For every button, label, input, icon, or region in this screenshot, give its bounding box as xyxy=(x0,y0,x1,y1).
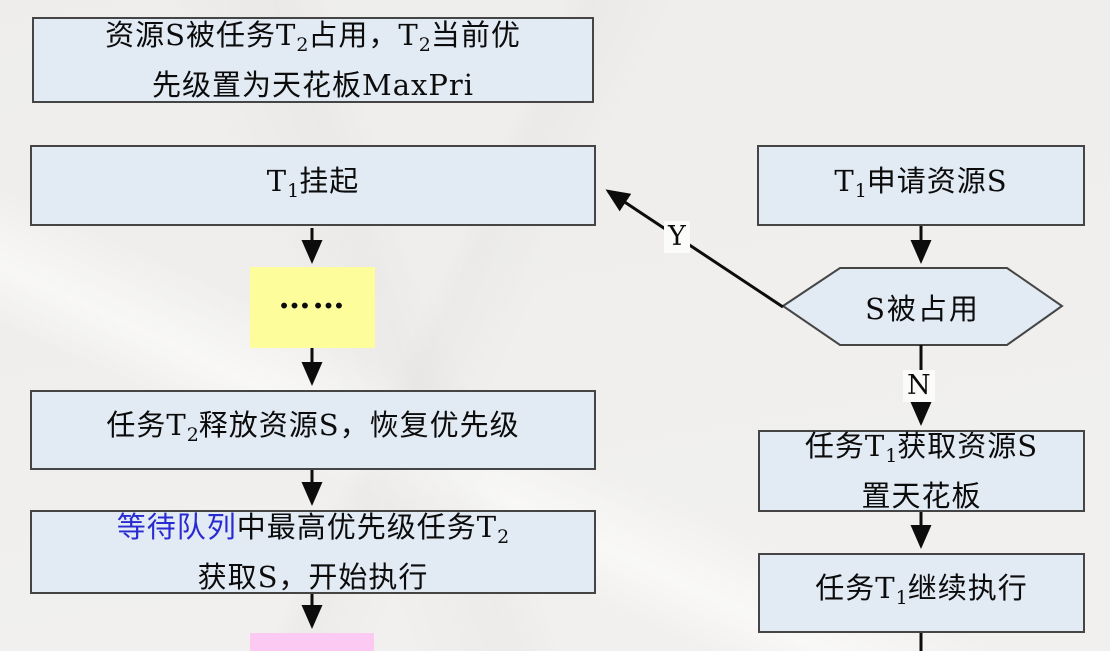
branch-label-no: N xyxy=(903,370,935,402)
subscript: 2 xyxy=(418,34,431,56)
node-resource-occupied-note: 资源S被任务T2占用，T2当前优 先级置为天花板MaxPri xyxy=(32,17,594,103)
text-run: 释放资源S，恢复优先级 xyxy=(198,408,520,442)
keyword-wait-queue: 等待队列 xyxy=(116,510,237,544)
node-t1-suspend: T1挂起 xyxy=(30,145,596,226)
text-run: 置天花板 xyxy=(861,479,982,513)
text-run: 资源S被任务T xyxy=(105,18,297,52)
text-run: S被占用 xyxy=(865,291,980,326)
subscript: 1 xyxy=(854,179,867,202)
ellipsis-text: …… xyxy=(278,277,347,316)
node-text-line: 任务T1获取资源S xyxy=(805,426,1038,476)
node-text-line: 等待队列中最高优先级任务T2 xyxy=(117,507,509,557)
text-run: 继续执行 xyxy=(907,571,1028,605)
text-run: 先级置为天花板MaxPri xyxy=(152,68,474,102)
node-pink-highlight xyxy=(250,633,374,651)
node-t1-continue: 任务T1继续执行 xyxy=(758,553,1085,633)
subscript: 1 xyxy=(885,445,898,467)
text-run: 任务T xyxy=(804,429,886,463)
subscript: 1 xyxy=(895,587,908,609)
node-ellipsis-highlight: …… xyxy=(250,267,375,348)
node-text-line: 先级置为天花板MaxPri xyxy=(152,65,474,105)
text-run: 当前优 xyxy=(430,18,521,52)
decision-hexagon-s-occupied xyxy=(781,267,1064,346)
subscript: 2 xyxy=(186,424,199,446)
node-t1-request: T1申请资源S xyxy=(757,145,1085,226)
text-run: T xyxy=(266,163,288,198)
node-text-line: 资源S被任务T2占用，T2当前优 xyxy=(105,15,521,65)
branch-label-yes: Y xyxy=(664,221,690,253)
node-text-line: 获取S，开始执行 xyxy=(198,557,429,597)
subscript: 1 xyxy=(287,179,300,202)
node-text-line: T1挂起 xyxy=(267,161,359,211)
text-run: 挂起 xyxy=(299,163,360,198)
subscript: 2 xyxy=(497,526,510,548)
arrow-decision-yes-to-suspend xyxy=(605,189,784,309)
node-text-line: 置天花板 xyxy=(861,476,981,516)
decision-s-occupied-label: S被占用 xyxy=(783,268,1062,345)
node-text-line: T1申请资源S xyxy=(834,161,1007,211)
text-run: 占用，T xyxy=(308,18,419,52)
node-text-line: 任务T1继续执行 xyxy=(815,568,1027,618)
subscript: 2 xyxy=(296,34,309,56)
node-t2-release: 任务T2释放资源S，恢复优先级 xyxy=(30,390,596,470)
text-run: 任务T xyxy=(815,571,896,605)
node-text-line: 任务T2释放资源S，恢复优先级 xyxy=(106,405,519,455)
text-run: 任务T xyxy=(106,408,187,442)
text-run: 中最高优先级任务T xyxy=(236,510,498,544)
text-run: T xyxy=(834,163,855,198)
node-wait-queue: 等待队列中最高优先级任务T2 获取S，开始执行 xyxy=(30,510,596,594)
text-run: 获取资源S xyxy=(897,429,1039,463)
text-run: 申请资源S xyxy=(866,163,1008,198)
node-t1-acquire: 任务T1获取资源S 置天花板 xyxy=(758,429,1085,513)
text-run: 获取S，开始执行 xyxy=(197,560,429,594)
